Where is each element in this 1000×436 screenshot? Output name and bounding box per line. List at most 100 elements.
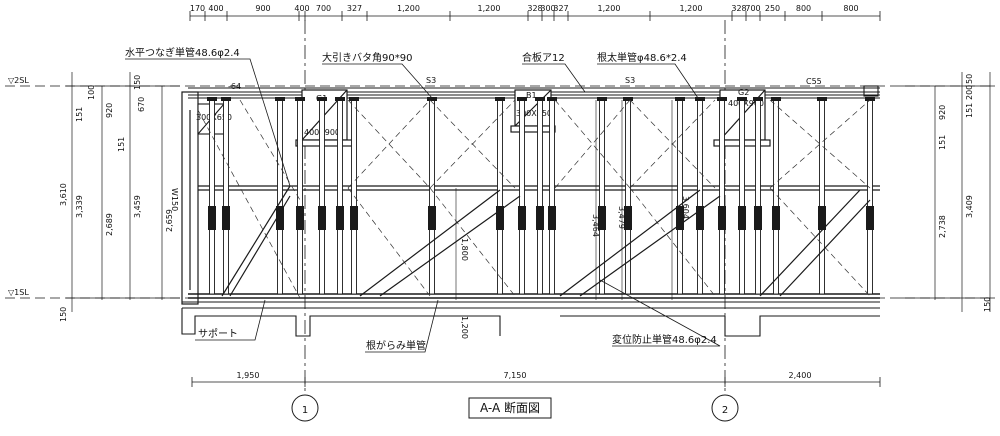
support-post — [495, 97, 505, 295]
grid-axis-bubble-1: 1 — [291, 394, 319, 422]
top-dim-label: 700 — [316, 4, 331, 13]
bottom-dim-2400: 2,400 — [789, 371, 812, 380]
support-post — [547, 97, 557, 295]
support-post — [207, 97, 217, 295]
left-dim-2689: 2,689 — [105, 213, 114, 236]
left-dim-920: 920 — [105, 103, 114, 118]
left-dim-151a: 151 — [75, 107, 84, 122]
right-dim-200: 200 — [965, 85, 974, 100]
callout-leaders — [125, 58, 721, 353]
top-dim-label: 250 — [765, 4, 780, 13]
top-dim-label: 800 — [843, 4, 858, 13]
inner-dim-w150: W150 — [170, 188, 179, 211]
callout-sub-joist: 根太単管φ48.6*2.4 — [597, 51, 687, 64]
inner-dim-texts: 3,464 3,479 3,604 1,800 1,200 W150 — [170, 188, 690, 339]
right-dim-texts: 50 200 151 920 151 3,409 2,738 150 — [938, 74, 992, 312]
support-post — [317, 97, 327, 295]
top-dim-label: 700 — [745, 4, 760, 13]
top-dim-label: 327 — [347, 4, 362, 13]
support-post — [597, 97, 607, 295]
left-edge-wall — [181, 91, 199, 305]
section-title: A-A 断面図 — [480, 400, 540, 415]
level-2sl-label: ▽2SL — [8, 76, 29, 85]
top-dim-label: 1,200 — [478, 4, 501, 13]
support-post — [675, 97, 685, 295]
grid-axis-bubble-2: 2 — [711, 394, 739, 422]
top-dim-label: 1,200 — [598, 4, 621, 13]
bottom-dimension-chain — [191, 377, 881, 387]
grid-axis-2-label: 2 — [722, 405, 728, 416]
callout-main-joist: 大引きバタ角90*90 — [322, 51, 412, 64]
support-post — [349, 97, 359, 295]
right-dim-2738: 2,738 — [938, 215, 947, 238]
bottom-dim-7150: 7,150 — [504, 371, 527, 380]
top-dim-label: 900 — [255, 4, 270, 13]
left-dim-150a: 150 — [133, 75, 142, 90]
mark-dash64: -64 — [228, 82, 241, 91]
support-post — [695, 97, 705, 295]
bottom-dim-1950: 1,950 — [237, 371, 260, 380]
callout-base-tie: 根がらみ単管 — [366, 339, 426, 352]
inner-dim-3464: 3,464 — [591, 214, 600, 237]
inner-dim-3479: 3,479 — [617, 206, 626, 229]
right-dim-150: 150 — [983, 297, 992, 312]
right-dim-151a: 151 — [965, 103, 974, 118]
left-dim-3339: 3,339 — [75, 195, 84, 218]
mark-c55: C55 — [806, 77, 822, 86]
support-post — [753, 97, 763, 295]
top-dim-label: 327 — [553, 4, 568, 13]
support-post — [771, 97, 781, 295]
top-dimension-chain — [189, 11, 881, 21]
base-tie-pipes — [188, 293, 880, 299]
left-dim-texts: 100 920 151 2,689 151 3,339 670 3,459 15… — [59, 75, 174, 322]
support-post — [221, 97, 231, 295]
solid-braces — [221, 185, 871, 297]
support-post — [335, 97, 345, 295]
support-post — [535, 97, 545, 295]
callout-plywood: 合板ア12 — [522, 51, 565, 64]
support-post — [817, 97, 827, 295]
callout-support: サポート — [198, 328, 238, 340]
inner-dim-3604: 3,604 — [681, 196, 690, 219]
support-post — [427, 97, 437, 295]
left-dim-670: 670 — [137, 97, 146, 112]
left-dim-150b: 150 — [59, 307, 68, 322]
beam-g2-name: G2 — [738, 88, 749, 97]
top-dim-label: 300 — [540, 4, 555, 13]
right-dim-50: 50 — [965, 74, 974, 84]
right-vertical-dimensions — [900, 72, 995, 312]
left-dim-3459: 3,459 — [133, 195, 142, 218]
grid-axis-1-label: 1 — [302, 405, 308, 416]
inner-dim-1800: 1,800 — [460, 238, 469, 261]
top-dim-label: 400 — [294, 4, 309, 13]
support-post — [865, 97, 875, 295]
top-dim-label: 1,200 — [397, 4, 420, 13]
left-dim-2659: 2,659 — [165, 209, 174, 232]
callout-brace: 変位防止単管48.6φ2.4 — [612, 333, 717, 346]
left-dim-151b: 151 — [117, 137, 126, 152]
beam-g2-size: 400X900 — [728, 99, 764, 108]
left-vertical-dimensions — [66, 72, 180, 312]
dashed-cross-braces — [197, 99, 871, 299]
inner-dim-1200: 1,200 — [460, 316, 469, 339]
top-dim-label: 400 — [208, 4, 223, 13]
level-1sl-label: ▽1SL — [8, 288, 29, 297]
left-dim-3610: 3,610 — [59, 183, 68, 206]
right-dim-920: 920 — [938, 105, 947, 120]
inner-dimension-lines — [455, 100, 673, 300]
support-posts — [207, 97, 875, 295]
top-dim-label: 328 — [527, 4, 542, 13]
right-dim-3409: 3,409 — [965, 195, 974, 218]
top-dim-label: 328 — [731, 4, 746, 13]
support-post — [295, 97, 305, 295]
beam-b1-name: B1 — [526, 91, 537, 100]
top-dim-label: 170 — [190, 4, 205, 13]
section-title-box: A-A 断面図 — [468, 397, 552, 419]
right-dim-151b: 151 — [938, 135, 947, 150]
support-post — [737, 97, 747, 295]
top-dim-label: 1,200 — [680, 4, 703, 13]
beam-b1-size: 300X650 — [516, 109, 552, 118]
support-post — [623, 97, 633, 295]
